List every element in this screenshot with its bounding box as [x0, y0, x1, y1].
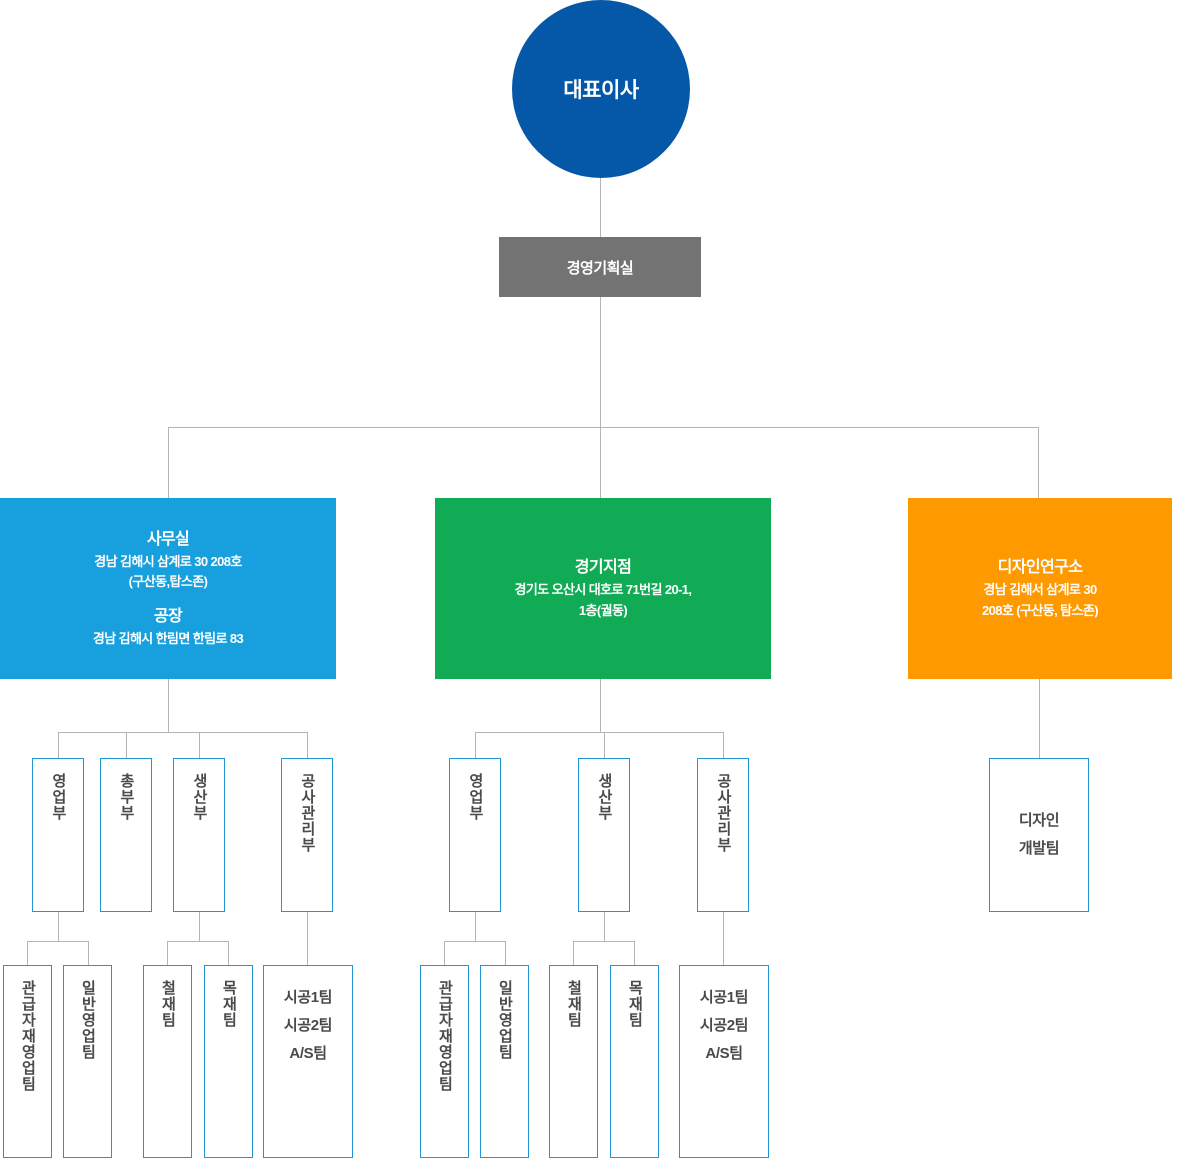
team-gyeonggi-construction-line2: 시공2팀	[699, 1016, 749, 1034]
dept-office-general-affairs-label: 총부부	[117, 773, 135, 821]
connector-office-sales-down	[58, 912, 59, 941]
connector-gyeonggi-production-down	[604, 912, 605, 941]
connector-gyeonggi-bus-to-construction	[723, 732, 724, 758]
team-office-wood-label: 목재팀	[220, 980, 238, 1028]
team-design-development[interactable]: 디자인 개발팀	[989, 758, 1089, 912]
team-gyeonggi-construction-line1: 시공1팀	[699, 989, 749, 1006]
team-design-development-line1: 디자인	[1018, 812, 1060, 830]
division-design[interactable]: 디자인연구소 경남 김해서 삼계로 30 208호 (구산동, 탐스존)	[908, 498, 1172, 679]
dept-office-sales-label: 영업부	[49, 773, 67, 821]
connector-gyeonggi-production-to-team2	[634, 941, 635, 965]
connector-office-production-down	[199, 912, 200, 941]
dept-office-production[interactable]: 생산부	[173, 758, 225, 912]
dept-office-production-label: 생산부	[190, 773, 208, 821]
division-office-title: 사무실	[146, 531, 190, 549]
connector-office-sales-team-bus	[27, 941, 89, 942]
dept-office-sales[interactable]: 영업부	[32, 758, 84, 912]
team-office-general-sales-label: 일반영업팀	[79, 980, 97, 1060]
team-gyeonggi-wood[interactable]: 목재팀	[610, 965, 659, 1158]
connector-office-bus-to-sales	[58, 732, 59, 758]
connector-gyeonggi-dept-bus	[475, 732, 724, 733]
team-office-steel-label: 철재팀	[159, 980, 177, 1028]
connector-bus-to-design	[1038, 427, 1039, 499]
connector-office-bus-to-construction	[307, 732, 308, 758]
dept-office-general-affairs[interactable]: 총부부	[100, 758, 152, 912]
connector-main-bus	[168, 427, 1039, 428]
team-office-public-supply-sales-label: 관급자재영업팀	[19, 980, 37, 1092]
dept-gyeonggi-production[interactable]: 생산부	[578, 758, 630, 912]
connector-gyeonggi-sales-down	[475, 912, 476, 941]
connector-planning-down	[600, 297, 601, 427]
connector-office-down	[168, 679, 169, 732]
connector-gyeonggi-production-team-bus	[573, 941, 635, 942]
connector-gyeonggi-down	[600, 679, 601, 732]
division-design-address-line2: 208호 (구산동, 탐스존)	[982, 602, 1099, 618]
division-office-address2-line1: 경남 김해시 한림면 한림로 83	[92, 630, 244, 646]
division-gyeonggi-address-line1: 경기도 오산시 대호로 71번길 20-1,	[514, 582, 693, 598]
ceo-label: 대표이사	[563, 79, 639, 102]
connector-gyeonggi-construction-down	[723, 912, 724, 965]
connector-office-sales-to-team1	[27, 941, 28, 965]
dept-gyeonggi-construction-label: 공사관리부	[714, 773, 732, 853]
connector-office-sales-to-team2	[88, 941, 89, 965]
dept-gyeonggi-sales-label: 영업부	[466, 773, 484, 821]
team-design-development-line2: 개발팀	[1018, 840, 1060, 857]
connector-gyeonggi-sales-to-team1	[444, 941, 445, 965]
team-gyeonggi-construction-line3: A/S팀	[705, 1044, 743, 1062]
dept-office-construction-label: 공사관리부	[298, 773, 316, 853]
connector-office-bus-to-production	[199, 732, 200, 758]
division-gyeonggi[interactable]: 경기지점 경기도 오산시 대호로 71번길 20-1, 1층(궐동)	[435, 498, 771, 679]
connector-office-production-to-team2	[228, 941, 229, 965]
division-office-address-line1: 경남 김해시 삼계로 30 208호	[94, 554, 242, 570]
team-gyeonggi-public-supply-sales-label: 관급자재영업팀	[436, 980, 454, 1092]
dept-gyeonggi-production-label: 생산부	[595, 773, 613, 821]
connector-design-down	[1039, 679, 1040, 758]
connector-bus-to-gyeonggi	[600, 427, 601, 499]
dept-office-construction[interactable]: 공사관리부	[281, 758, 333, 912]
dept-gyeonggi-sales[interactable]: 영업부	[449, 758, 501, 912]
team-office-construction-team-list: 시공1팀 시공2팀 A/S팀	[283, 984, 333, 1067]
connector-gyeonggi-bus-to-sales	[475, 732, 476, 758]
connector-office-production-team-bus	[167, 941, 229, 942]
division-gyeonggi-title: 경기지점	[574, 559, 632, 577]
ceo-node[interactable]: 대표이사	[512, 0, 690, 178]
division-office-title2: 공장	[153, 607, 183, 625]
team-office-general-sales[interactable]: 일반영업팀	[63, 965, 112, 1158]
connector-gyeonggi-production-to-team1	[573, 941, 574, 965]
team-office-construction-line2: 시공2팀	[283, 1016, 333, 1034]
connector-bus-to-office	[168, 427, 169, 499]
team-gyeonggi-general-sales[interactable]: 일반영업팀	[480, 965, 529, 1158]
connector-office-bus-to-general-affairs	[126, 732, 127, 758]
connector-gyeonggi-sales-to-team2	[505, 941, 506, 965]
team-office-construction-line3: A/S팀	[289, 1044, 327, 1062]
team-gyeonggi-public-supply-sales[interactable]: 관급자재영업팀	[420, 965, 469, 1158]
division-design-address-line1: 경남 김해서 삼계로 30	[983, 582, 1097, 598]
planning-office-node[interactable]: 경영기획실	[499, 237, 701, 297]
team-gyeonggi-general-sales-label: 일반영업팀	[496, 980, 514, 1060]
dept-gyeonggi-construction[interactable]: 공사관리부	[697, 758, 749, 912]
connector-gyeonggi-sales-team-bus	[444, 941, 506, 942]
connector-office-dept-bus	[58, 732, 308, 733]
team-office-public-supply-sales[interactable]: 관급자재영업팀	[3, 965, 52, 1158]
team-design-development-label: 디자인 개발팀	[1018, 807, 1060, 863]
connector-office-production-to-team1	[167, 941, 168, 965]
team-gyeonggi-steel-label: 철재팀	[565, 980, 583, 1028]
planning-office-label: 경영기획실	[566, 259, 634, 277]
division-design-title: 디자인연구소	[997, 559, 1083, 577]
team-office-construction-teams[interactable]: 시공1팀 시공2팀 A/S팀	[263, 965, 353, 1158]
team-gyeonggi-wood-label: 목재팀	[626, 980, 644, 1028]
team-office-construction-line1: 시공1팀	[283, 989, 333, 1006]
team-gyeonggi-steel[interactable]: 철재팀	[549, 965, 598, 1158]
team-office-steel[interactable]: 철재팀	[143, 965, 192, 1158]
division-office-address-line2: (구산동,탑스존)	[128, 574, 208, 590]
division-gyeonggi-address-line2: 1층(궐동)	[578, 602, 628, 618]
connector-ceo-to-planning	[600, 178, 601, 237]
team-gyeonggi-construction-team-list: 시공1팀 시공2팀 A/S팀	[699, 984, 749, 1067]
division-office[interactable]: 사무실 경남 김해시 삼계로 30 208호 (구산동,탑스존) 공장 경남 김…	[0, 498, 336, 679]
team-office-wood[interactable]: 목재팀	[204, 965, 253, 1158]
connector-office-construction-down	[307, 912, 308, 965]
connector-gyeonggi-bus-to-production	[604, 732, 605, 758]
team-gyeonggi-construction-teams[interactable]: 시공1팀 시공2팀 A/S팀	[679, 965, 769, 1158]
